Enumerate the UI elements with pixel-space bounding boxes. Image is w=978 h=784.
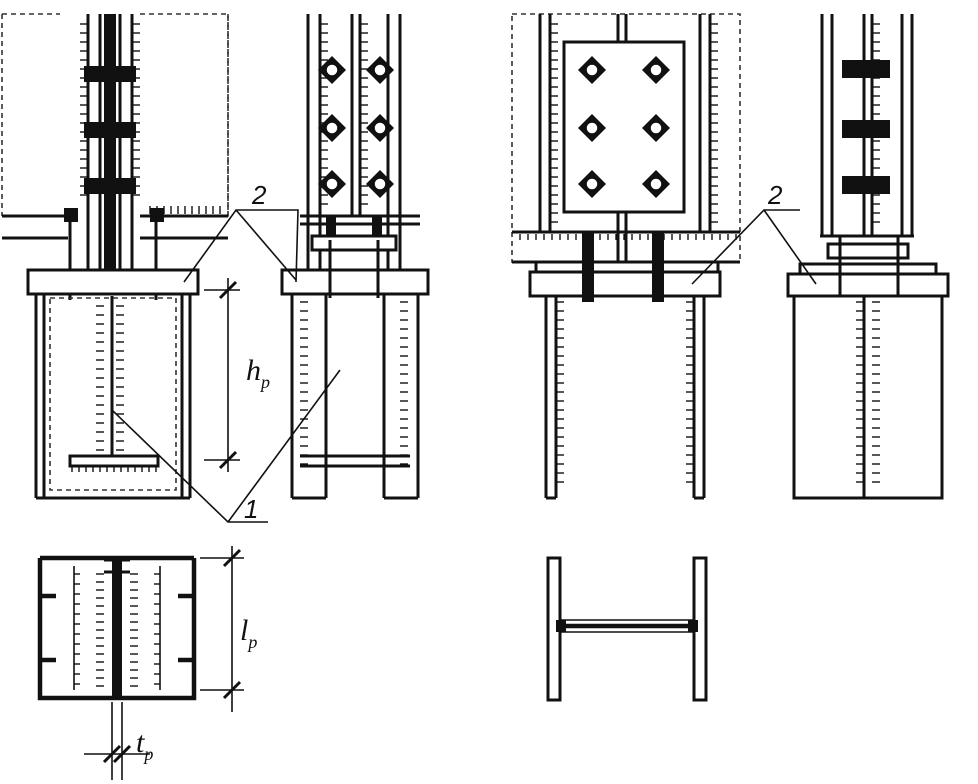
callout-label-2-right: 2 [767, 180, 783, 210]
bolt-hole-icon [585, 177, 599, 191]
bolt-hole-icon [325, 121, 339, 135]
dimension-label-l: lp [240, 614, 257, 652]
section-built-up [37, 555, 197, 701]
base-plate-view-3 [528, 270, 722, 298]
base-plate-view-4 [786, 272, 950, 298]
bolt-hole-icon [325, 63, 339, 77]
bolt-hole-icon [373, 177, 387, 191]
leader-2-right [691, 209, 817, 285]
dimension-l [200, 546, 244, 712]
dimension-h [204, 278, 240, 472]
bolt-hole-icon [325, 177, 339, 191]
view-2-elevation [280, 14, 430, 500]
leader-2-left [183, 209, 299, 283]
bolt-hole-icon [649, 121, 663, 135]
base-plate-view-1 [26, 268, 200, 296]
dimension-label-t: tp [136, 726, 153, 764]
base-plate-view-2 [280, 268, 430, 296]
bolt-hole-icon [649, 177, 663, 191]
view-1-elevation [1, 13, 229, 500]
bolt-hole-icon [373, 63, 387, 77]
section-h-profile [546, 556, 708, 702]
callout-label-1: 1 [244, 494, 258, 524]
bolt-hole-icon [585, 121, 599, 135]
bolt-symbols [318, 56, 670, 198]
dimension-t [84, 702, 150, 780]
dimension-label-h: hp [246, 354, 270, 392]
callout-label-2-left: 2 [251, 180, 267, 210]
bolt-hole-icon [649, 63, 663, 77]
bolt-hole-icon [373, 121, 387, 135]
weld-hatching [71, 23, 880, 687]
leader-1 [111, 369, 341, 523]
bolt-hole-icon [585, 63, 599, 77]
view-3-elevation [511, 13, 741, 500]
view-4-elevation [786, 14, 950, 500]
